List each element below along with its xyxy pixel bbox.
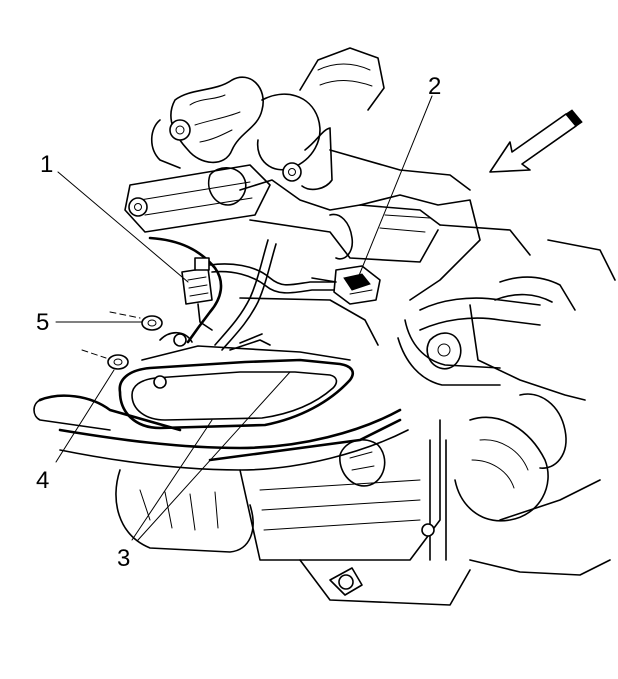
upper-engine-assembly bbox=[150, 47, 471, 191]
leader-line-1 bbox=[57, 171, 189, 283]
bracket-assembly bbox=[124, 164, 481, 301]
leader-line-3a bbox=[131, 419, 213, 541]
wiring-harness bbox=[148, 236, 379, 351]
callout-3: 3 bbox=[117, 545, 130, 572]
fastener-item-4 bbox=[81, 349, 129, 370]
front-view-arrow-icon bbox=[489, 109, 583, 173]
fastener-item-5 bbox=[109, 311, 163, 331]
callout-4: 4 bbox=[36, 467, 49, 494]
harness-cover-item-3 bbox=[118, 331, 354, 430]
callout-1: 1 bbox=[40, 151, 53, 178]
leader-lines bbox=[55, 95, 433, 541]
leader-line-4 bbox=[55, 369, 115, 463]
coolant-hoses bbox=[397, 224, 616, 522]
leader-line-2 bbox=[357, 95, 433, 279]
connector-item-1 bbox=[181, 257, 213, 331]
callout-2: 2 bbox=[428, 73, 441, 100]
connector-item-2 bbox=[311, 265, 381, 305]
lower-assembly bbox=[33, 394, 611, 606]
callout-5: 5 bbox=[36, 309, 49, 336]
leader-line-3b bbox=[137, 371, 291, 541]
